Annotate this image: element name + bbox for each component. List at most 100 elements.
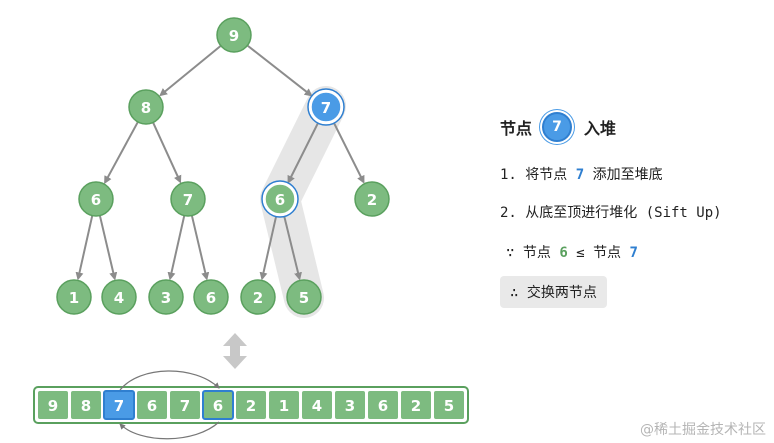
array-cell-box [335,391,365,419]
tree-node-label: 8 [141,99,151,117]
because-left-label: 节点 [522,245,551,261]
tree-node-label: 2 [253,289,263,307]
panel-title: 节点 7 入堆 [500,112,772,142]
tree-node-circle [101,279,137,315]
array-cell-label: 3 [345,397,355,415]
step-1: 1. 将节点 7 添加至堆底 [500,164,772,184]
array-cell-1: 8 [71,391,101,419]
therefore-pill: ∴ 交换两节点 [500,276,607,308]
because-right-node: 7 [629,245,638,261]
tree-edge-n5-n11 [259,215,278,281]
tree-node-circle [170,181,206,217]
tree-node-n9: 3 [148,279,184,315]
array-swap-arc-top [119,370,220,391]
tree-node-label: 6 [91,191,101,209]
array-cell-7: 1 [269,391,299,419]
tree-node-circle [148,279,184,315]
array-cell-label: 6 [147,397,157,415]
array-cell-9: 3 [335,391,365,419]
title-node-badge: 7 [542,112,573,142]
tree-node-n10: 6 [193,279,229,315]
array-cell-box [38,391,68,419]
tree-node-circle [56,279,92,315]
array-cell-label: 6 [213,397,223,415]
watermark: @稀土掘金技术社区 [640,422,766,438]
array-cell-11: 2 [401,391,431,419]
array-cell-5: 6 [202,390,234,420]
array-cell-label: 1 [279,397,289,415]
array-cell-3: 6 [137,391,167,419]
array-cell-box [137,391,167,419]
because-right-label: 节点 [593,245,622,261]
tree-edge-n0-n1 [159,44,222,97]
array-cell-box [434,391,464,419]
tree-edge-n5-n12 [283,215,302,281]
tree-edge-n0-n2 [246,44,313,97]
step1-node: 7 [575,167,585,183]
tree-node-circle [286,279,322,315]
tree-node-label: 7 [321,99,331,117]
step1-prefix: 1. 将节点 [500,167,568,183]
array-cell-box [71,391,101,419]
array-cell-box [236,391,266,419]
therefore-text: 交换两节点 [526,285,597,301]
array-cell-8: 4 [302,391,332,419]
tree-node-label: 7 [183,191,193,209]
because-left-node: 6 [559,245,568,261]
tree-node-n8: 4 [101,279,137,315]
tree-node-label: 6 [275,191,285,209]
tree-node-label: 1 [69,289,79,307]
tree-node-circle [264,183,296,215]
tree-edge-n3-n7 [75,215,94,281]
title-suffix: 入堆 [584,119,617,138]
title-prefix: 节点 [500,119,533,138]
array-cell-label: 9 [48,397,58,415]
array-cell-label: 6 [378,397,388,415]
array-cell-box [302,391,332,419]
tree-node-n0: 9 [216,17,252,53]
array-cell-10: 6 [368,391,398,419]
array-cell-label: 5 [444,397,454,415]
tree-node-circle [240,279,276,315]
array-cell-box [202,390,234,420]
array-cell-label: 2 [246,397,256,415]
tree-node-n4: 7 [170,181,206,217]
because-symbol: ∵ [506,245,515,261]
tree-node-n3: 6 [78,181,114,217]
tree-node-circle [78,181,114,217]
tree-edge-n4-n10 [190,215,210,281]
tree-edge-n1-n3 [104,121,139,185]
tree-edge-n4-n9 [167,215,186,281]
tree-node-label: 3 [161,289,171,307]
because-line: ∵ 节点 6 ≤ 节点 7 [506,242,772,262]
tree-node-circle [354,181,390,217]
array-cell-label: 8 [81,397,91,415]
tree-node-n11: 2 [240,279,276,315]
tree-node-n5: 6 [261,180,299,218]
swap-indicator-icon [223,333,247,369]
array-cell-box [401,391,431,419]
array-cell-box [368,391,398,419]
tree-node-n1: 8 [128,89,164,125]
therefore-symbol: ∴ [510,285,519,301]
array-cell-label: 7 [114,397,124,415]
array-cell-6: 2 [236,391,266,419]
tree-node-label: 6 [206,289,216,307]
tree-edge-n2-n6 [332,121,365,184]
step-2: 2. 从底至顶进行堆化 (Sift Up) [500,205,722,221]
array-cell-box [103,390,135,420]
tree-node-label: 9 [229,27,239,45]
array-swap-arc-bottom [119,421,220,440]
array-cell-2: 7 [103,390,135,420]
explanation-panel: 节点 7 入堆 1. 将节点 7 添加至堆底 2. 从底至顶进行堆化 (Sift… [500,112,772,308]
tree-node-circle [310,91,342,123]
array-cell-label: 4 [312,397,322,415]
array-cell-0: 9 [38,391,68,419]
because-op: ≤ [576,245,585,261]
tree-node-n6: 2 [354,181,390,217]
tree-node-n12: 5 [286,279,322,315]
tree-edge-n2-n5 [287,121,320,184]
array-cell-4: 7 [170,391,200,419]
